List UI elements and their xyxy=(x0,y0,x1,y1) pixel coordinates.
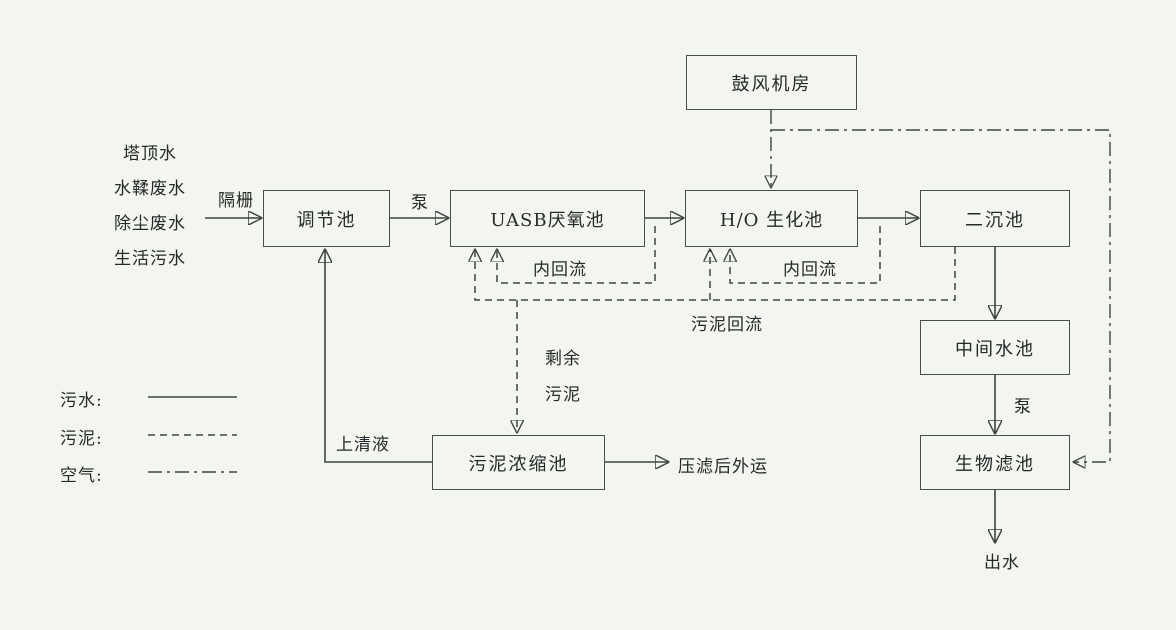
label-press-filter-out: 压滤后外运 xyxy=(678,457,768,477)
influent-item-dust-waste: 除尘废水 xyxy=(114,214,186,234)
label-internal-reflux-ho: 内回流 xyxy=(783,260,837,280)
node-blower-room: 鼓风机房 xyxy=(686,55,857,110)
line-supernatant-return xyxy=(325,250,432,463)
node-intermediate-tank: 中间水池 xyxy=(920,320,1070,375)
label-sludge-reflux: 污泥回流 xyxy=(691,315,763,335)
influent-item-tanning-waste: 水鞣废水 xyxy=(114,179,186,199)
label-effluent: 出水 xyxy=(984,553,1020,573)
line-internal-reflux-ho xyxy=(730,226,881,284)
node-sludge-thickener: 污泥浓缩池 xyxy=(432,435,605,490)
node-ho-biochemical-tank: H/O 生化池 xyxy=(685,190,858,247)
line-internal-reflux-uasb xyxy=(497,226,656,284)
influent-list: 塔顶水 水鞣废水 除尘废水 生活污水 xyxy=(88,137,212,277)
line-air-to-biofilter xyxy=(771,129,1111,462)
line-sludge-return-to-uasb xyxy=(475,247,956,301)
influent-item-domestic-sewage: 生活污水 xyxy=(114,249,186,269)
label-bar-screen: 隔栅 xyxy=(218,191,254,211)
legend-label-air: 空气: xyxy=(60,466,103,486)
legend-label-sludge: 污泥: xyxy=(60,429,103,449)
label-supernatant: 上清液 xyxy=(336,435,390,455)
node-uasb-anaerobic-tank: UASB厌氧池 xyxy=(450,190,645,247)
node-regulating-tank: 调节池 xyxy=(263,190,390,247)
node-biofilter-tank: 生物滤池 xyxy=(920,435,1070,490)
label-excess-sludge-line1: 剩余 xyxy=(545,349,581,369)
label-internal-reflux-uasb: 内回流 xyxy=(533,260,587,280)
label-pump-2: 泵 xyxy=(1014,397,1032,417)
legend-label-wastewater: 污水: xyxy=(60,391,103,411)
label-excess-sludge: 剩余 污泥 xyxy=(534,341,592,413)
label-excess-sludge-line2: 污泥 xyxy=(545,385,581,405)
label-pump-1: 泵 xyxy=(411,193,429,213)
influent-item-tower-water: 塔顶水 xyxy=(123,144,177,164)
node-secondary-clarifier: 二沉池 xyxy=(920,190,1070,247)
